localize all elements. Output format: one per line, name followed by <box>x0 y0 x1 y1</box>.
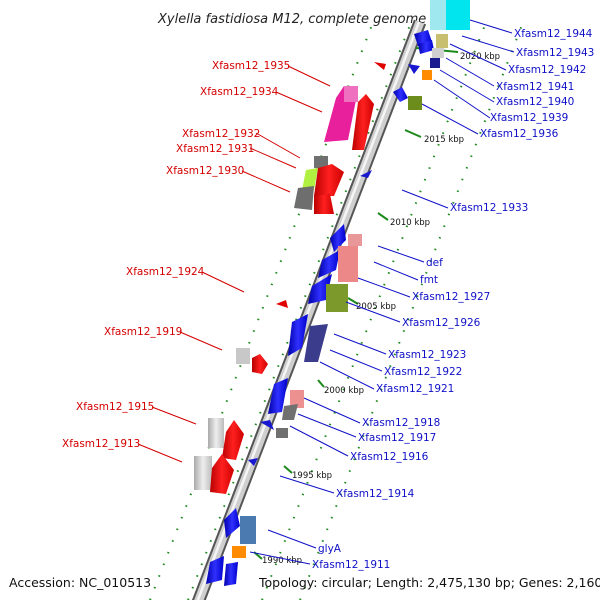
track-right-outer <box>299 24 523 600</box>
gene-label-xfasm12-1943: Xfasm12_1943 <box>516 47 594 59</box>
gene-arrow <box>268 378 288 414</box>
gene-arrow <box>352 94 374 150</box>
track-left-inner <box>187 24 411 600</box>
gene-block <box>348 234 362 246</box>
topology-text: Topology: circular; Length: 2,475,130 bp… <box>259 575 600 590</box>
gene-block <box>446 0 470 30</box>
track-right-inner <box>261 24 486 600</box>
gene-label-xfasm12-1931: Xfasm12_1931 <box>176 143 254 155</box>
gene-label-xfasm12-1916: Xfasm12_1916 <box>350 451 429 463</box>
gene-arrow <box>304 324 328 362</box>
gene-label-xfasm12-1915: Xfasm12_1915 <box>76 401 154 413</box>
gene-label-xfasm12-1935: Xfasm12_1935 <box>212 60 290 72</box>
gene-arrow <box>330 224 346 252</box>
gene-arrow <box>206 556 224 584</box>
gene-features <box>194 0 470 586</box>
gene-label-xfasm12-1939: Xfasm12_1939 <box>490 112 568 124</box>
genome-backbone <box>191 19 427 600</box>
gene-arrow <box>314 194 334 214</box>
gene-arrow <box>302 168 318 190</box>
gene-block <box>432 48 444 58</box>
gene-arrow <box>276 300 288 308</box>
gene-arrow <box>222 420 244 460</box>
scale-label-2015: 2015 kbp <box>424 135 464 145</box>
gene-label-xfasm12-1941: Xfasm12_1941 <box>496 81 574 93</box>
gene-label-xfasm12-1924: Xfasm12_1924 <box>126 266 205 278</box>
gene-label-xfasm12-1936: Xfasm12_1936 <box>480 128 559 140</box>
gene-arrow <box>408 64 420 74</box>
gene-block <box>430 0 446 30</box>
gene-block <box>326 284 348 312</box>
scale-label-1995: 1995 kbp <box>292 471 332 481</box>
gene-label-fmt: fmt <box>420 274 438 286</box>
scale-label-1990: 1990 kbp <box>262 556 302 566</box>
gene-label-xfasm12-1927: Xfasm12_1927 <box>412 291 490 303</box>
gene-arrow <box>393 87 408 102</box>
gene-block <box>240 516 256 544</box>
gene-arrow <box>252 354 268 374</box>
leader-lines-left <box>137 65 331 463</box>
gene-block <box>290 390 304 408</box>
gene-arrow <box>294 186 314 210</box>
gene-label-xfasm12-1917: Xfasm12_1917 <box>358 432 436 444</box>
gene-arrow <box>318 250 340 278</box>
gene-label-xfasm12-1911: Xfasm12_1911 <box>312 559 390 571</box>
gene-label-xfasm12-1913: Xfasm12_1913 <box>62 438 140 450</box>
gene-label-xfasm12-1934: Xfasm12_1934 <box>200 86 279 98</box>
gene-label-xfasm12-1926: Xfasm12_1926 <box>402 317 481 329</box>
gene-label-xfasm12-1942: Xfasm12_1942 <box>508 64 586 76</box>
scale-label-2000: 2000 kbp <box>324 386 364 396</box>
gene-arrow <box>248 458 258 466</box>
gene-block <box>276 428 288 438</box>
gene-label-glya: glyA <box>318 543 342 555</box>
scale-label-2020: 2020 kbp <box>460 52 500 62</box>
gene-arrow <box>314 164 344 196</box>
gene-block <box>194 456 212 490</box>
gene-block <box>436 34 448 48</box>
gene-block <box>408 96 422 110</box>
gene-arrow <box>260 420 274 430</box>
map-title: Xylella fastidiosa M12, complete genome <box>157 12 426 27</box>
gene-block <box>232 546 246 558</box>
accession-text: Accession: NC_010513 <box>9 575 152 590</box>
gene-arrow <box>282 404 298 420</box>
gene-label-xfasm12-1940: Xfasm12_1940 <box>496 96 574 108</box>
gene-block <box>338 246 358 282</box>
gene-label-xfasm12-1919: Xfasm12_1919 <box>104 326 182 338</box>
gene-block <box>344 86 358 102</box>
gene-block <box>314 156 328 168</box>
gene-label-xfasm12-1923: Xfasm12_1923 <box>388 349 466 361</box>
gene-arrow <box>374 62 386 70</box>
gene-arrow <box>224 508 240 538</box>
gene-label-xfasm12-1932: Xfasm12_1932 <box>182 128 260 140</box>
gene-label-xfasm12-1918: Xfasm12_1918 <box>362 417 440 429</box>
gene-block <box>422 70 432 80</box>
gene-label-def: def <box>426 257 443 269</box>
gene-arrow <box>210 454 234 494</box>
gene-label-xfasm12-1922: Xfasm12_1922 <box>384 366 462 378</box>
leader-lines-right <box>249 19 515 565</box>
gene-arrow <box>224 562 238 586</box>
gene-label-xfasm12-1930: Xfasm12_1930 <box>166 165 244 177</box>
gene-arrow <box>418 40 434 54</box>
gene-label-xfasm12-1933: Xfasm12_1933 <box>450 202 528 214</box>
gene-arrow <box>288 314 308 356</box>
scale-label-2005: 2005 kbp <box>356 302 396 312</box>
gene-arrow <box>360 170 372 178</box>
gene-block <box>208 418 224 448</box>
gene-block <box>236 348 250 364</box>
gene-label-xfasm12-1914: Xfasm12_1914 <box>336 488 415 500</box>
scale-label-2010: 2010 kbp <box>390 218 430 228</box>
gene-label-xfasm12-1921: Xfasm12_1921 <box>376 383 454 395</box>
gene-block <box>430 58 440 68</box>
gene-label-xfasm12-1944: Xfasm12_1944 <box>514 28 593 40</box>
